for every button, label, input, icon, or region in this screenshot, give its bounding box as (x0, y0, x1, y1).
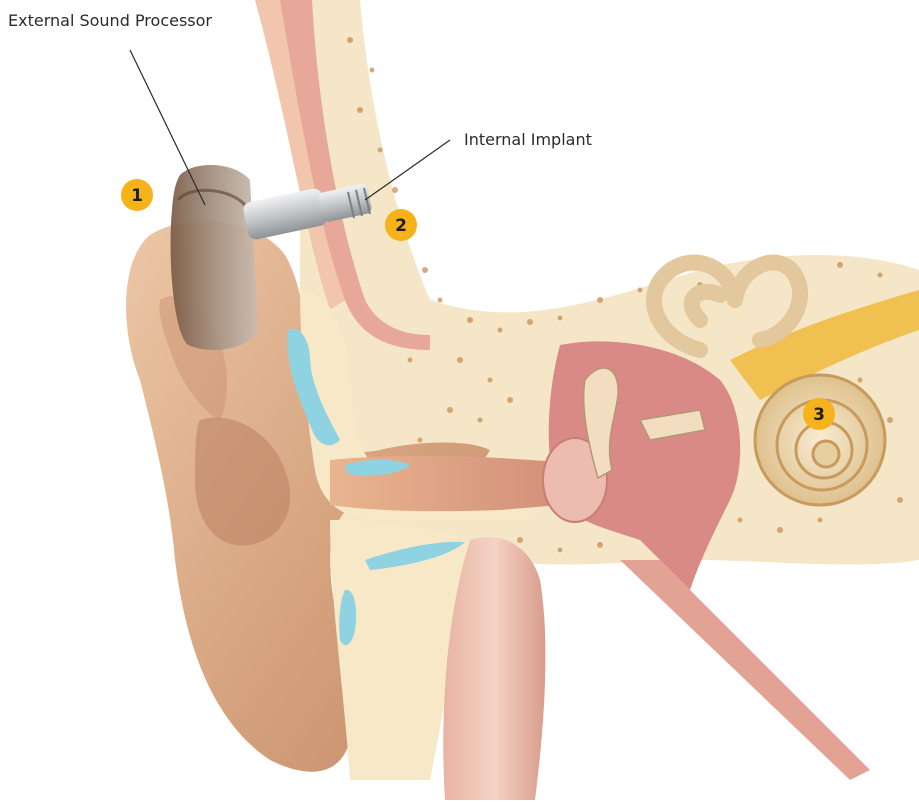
eustachian-tube (620, 560, 870, 780)
marker-3-number: 3 (813, 405, 825, 425)
marker-2-number: 2 (395, 216, 407, 236)
external-sound-processor (171, 165, 258, 350)
marker-3: 3 (803, 398, 835, 430)
external-processor-label: External Sound Processor (8, 11, 212, 30)
marker-1-number: 1 (131, 186, 143, 206)
marker-1: 1 (121, 179, 153, 211)
marker-2: 2 (385, 209, 417, 241)
cochlea (755, 375, 885, 505)
internal-implant-label: Internal Implant (464, 130, 592, 149)
